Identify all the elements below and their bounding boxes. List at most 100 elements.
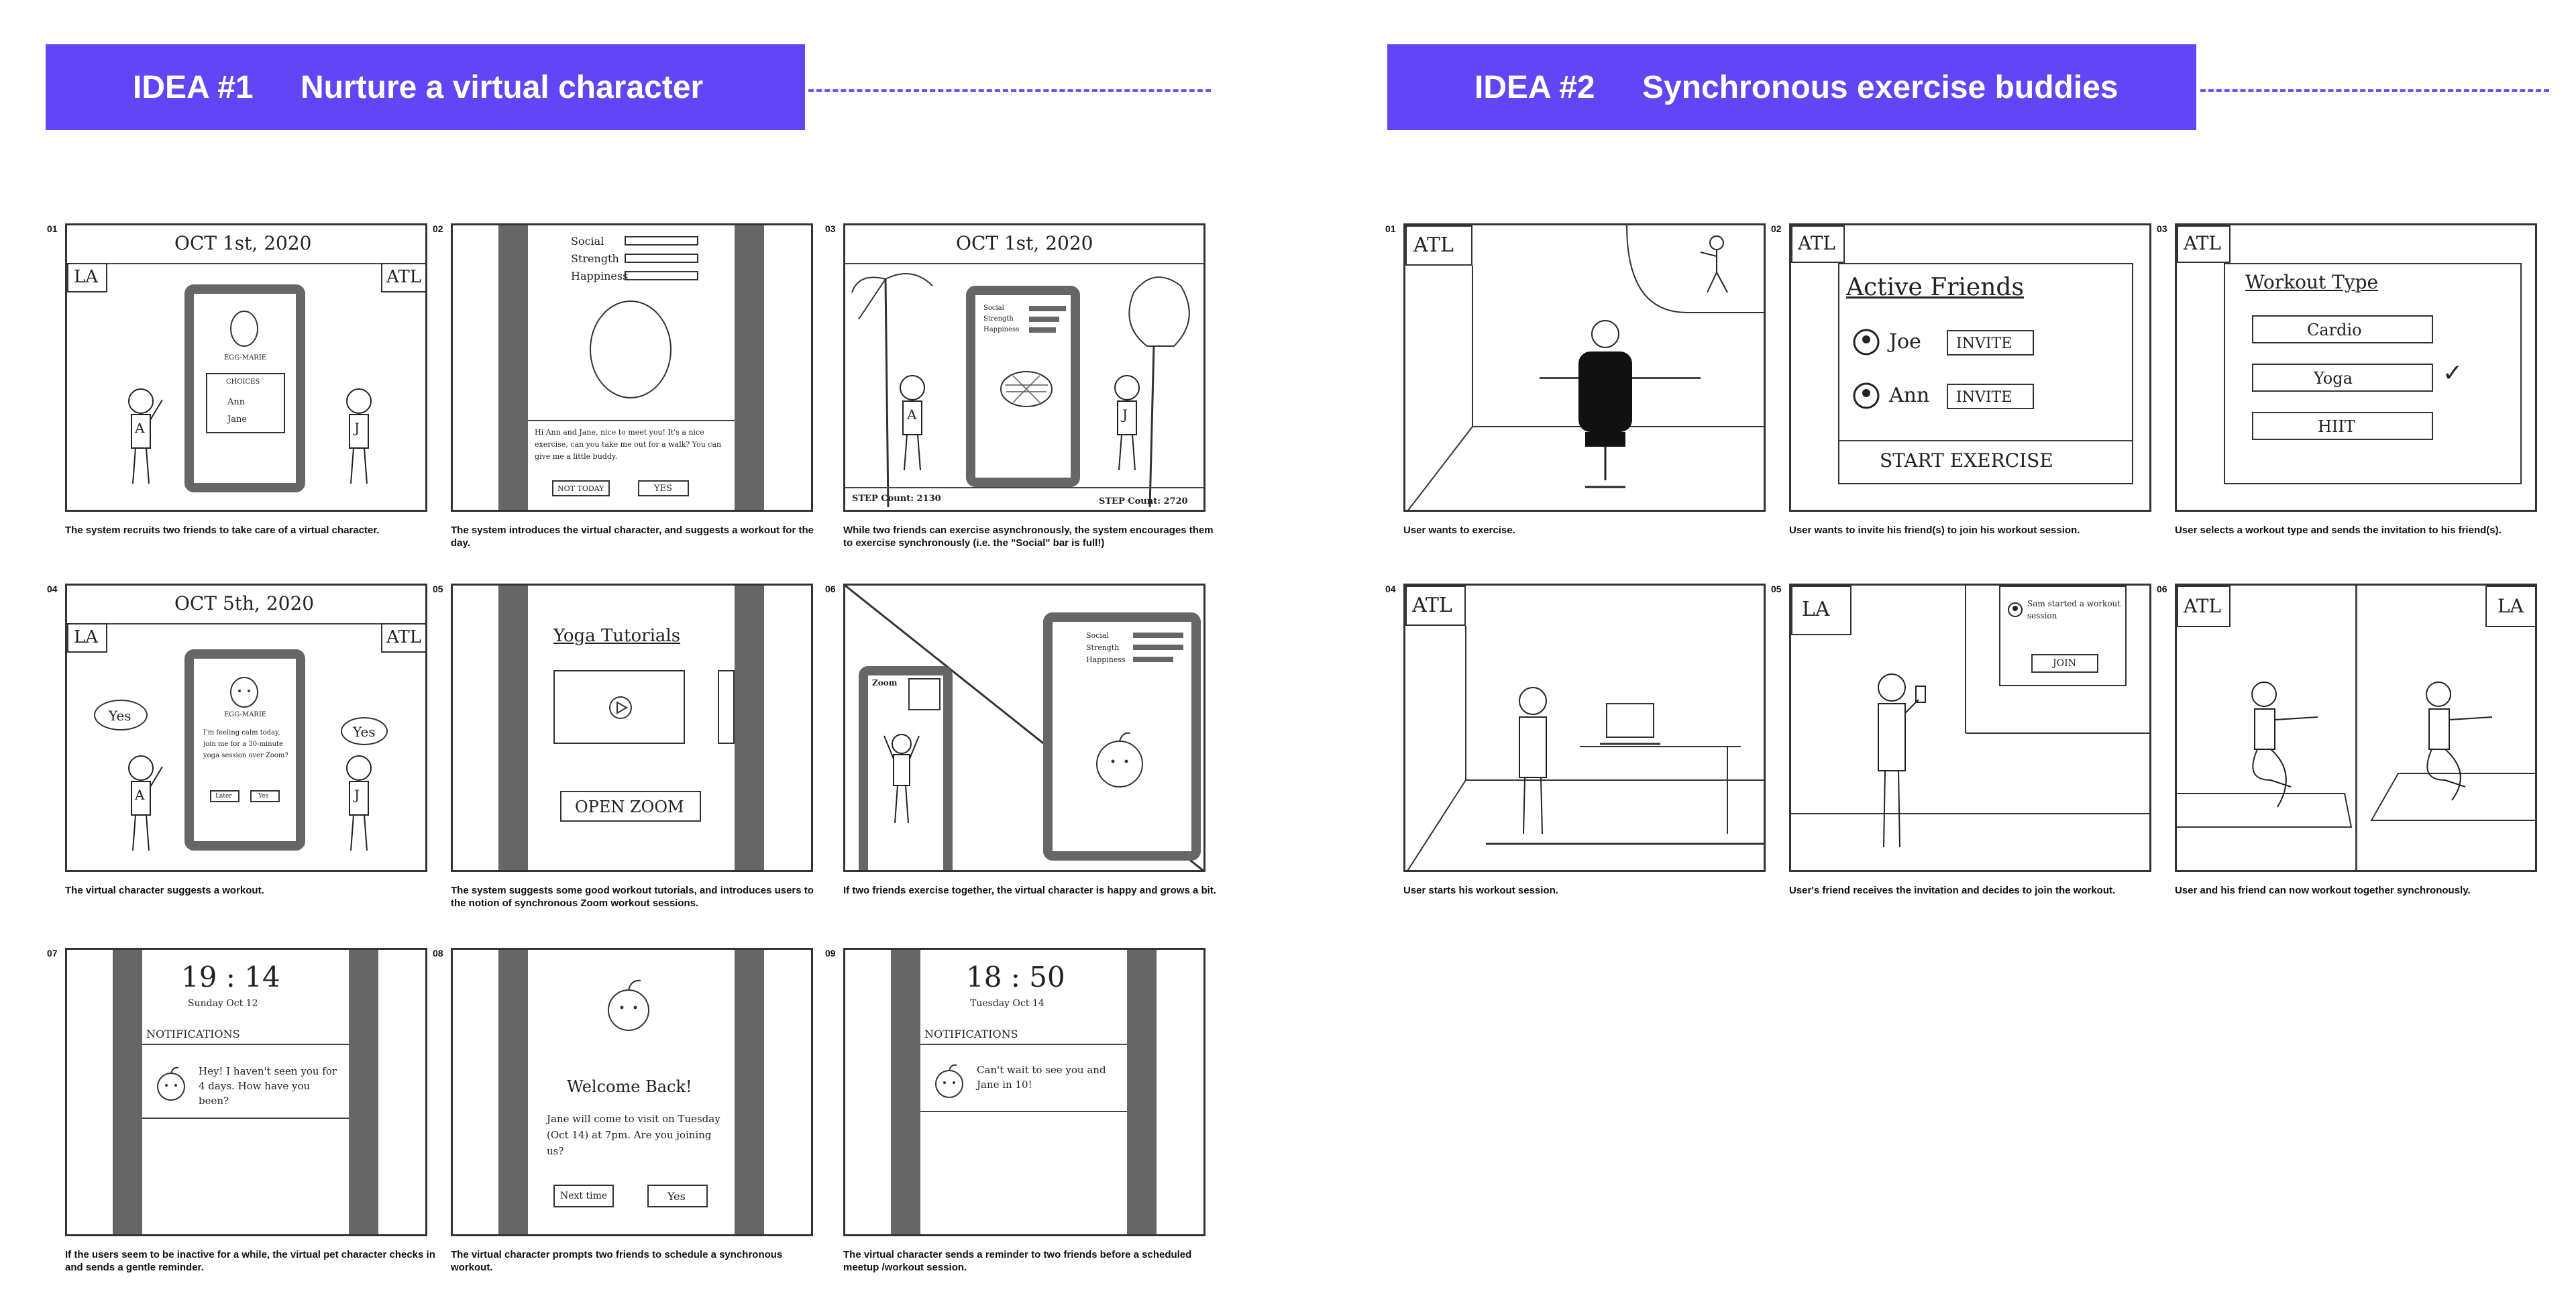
start-exercise-button[interactable]: START EXERCISE bbox=[1880, 449, 2053, 472]
sketch-frame: Social Strength Happiness Hi Ann and Jan… bbox=[451, 223, 813, 512]
yes-button[interactable]: YES bbox=[638, 480, 689, 496]
person-j-figure bbox=[1114, 375, 1140, 471]
person-a-figure bbox=[128, 388, 163, 484]
clock-time: 19 : 14 bbox=[181, 961, 280, 993]
thought-person-figure bbox=[1700, 235, 1728, 293]
play-icon bbox=[609, 696, 632, 719]
zoom-phone-sketch: Zoom bbox=[859, 666, 953, 870]
sketch-frame: OCT 1st, 2020 LA ATL EGG-MARIE CHOICES A… bbox=[65, 223, 427, 512]
invite-joe-button[interactable]: INVITE bbox=[1947, 330, 2034, 356]
idea2-banner: IDEA #2 Synchronous exercise buddies bbox=[1387, 44, 2196, 130]
sketch-frame: OCT 1st, 2020 Social Strength Happiness … bbox=[843, 223, 1205, 512]
tutorial-title: Yoga Tutorials bbox=[553, 626, 681, 646]
phone-sketch: Social Strength Happiness bbox=[1043, 612, 1201, 861]
sketch-frame: ATL bbox=[1403, 223, 1766, 512]
date-label: OCT 1st, 2020 bbox=[174, 232, 312, 254]
pear-character-icon bbox=[230, 677, 258, 708]
join-button[interactable]: JOIN bbox=[2031, 654, 2098, 673]
schedule-message: Jane will come to visit on Tuesday (Oct … bbox=[547, 1113, 720, 1157]
idea1-banner: IDEA #1 Nurture a virtual character bbox=[46, 44, 805, 130]
welcome-heading: Welcome Back! bbox=[567, 1077, 692, 1096]
idea2-number: IDEA #2 bbox=[1474, 69, 1595, 105]
sketch-frame: ATL Workout Type Cardio Yoga ✓ HIIT bbox=[2175, 223, 2537, 512]
not-today-button[interactable]: NOT TODAY bbox=[552, 480, 610, 496]
open-zoom-button[interactable]: OPEN ZOOM bbox=[560, 791, 701, 822]
invite-ann-button[interactable]: INVITE bbox=[1947, 384, 2034, 409]
intro-message: Hi Ann and Jane, nice to meet you! It's … bbox=[535, 428, 722, 461]
friends-panel: Active Friends Joe INVITE Ann INVITE STA… bbox=[1838, 263, 2133, 484]
panel-number: 01 bbox=[47, 223, 58, 234]
next-time-button[interactable]: Next time bbox=[553, 1185, 614, 1207]
floor-sketch bbox=[2177, 773, 2535, 828]
phone-sketch: EGG-MARIE CHOICES Ann Jane bbox=[184, 284, 305, 492]
palm-tree-sketch bbox=[851, 273, 933, 508]
pet-name: EGG-MARIE bbox=[224, 354, 267, 362]
check-icon: ✓ bbox=[2443, 360, 2463, 387]
video-thumbnail[interactable] bbox=[553, 670, 685, 744]
phone-sketch: Social Strength Happiness bbox=[966, 286, 1080, 487]
pear-character-icon bbox=[608, 979, 649, 1031]
room-sketch bbox=[1791, 586, 2149, 814]
sketch-frame: OCT 5th, 2020 LA ATL Yes Yes EGG-MARIE I… bbox=[65, 584, 427, 872]
person-a-figure bbox=[900, 375, 925, 471]
invitation-popup: Sam started a workout session JOIN bbox=[1999, 586, 2127, 686]
sketch-frame: Welcome Back! Jane will come to visit on… bbox=[451, 948, 813, 1236]
phone-sketch: EGG-MARIE I'm feeling calm today, join m… bbox=[184, 649, 305, 851]
sketch-frame: Zoom Social Strength Happiness bbox=[843, 584, 1205, 872]
sketch-frame: ATL bbox=[1403, 584, 1766, 872]
yoga-person-right-figure bbox=[2426, 682, 2493, 801]
yoga-person-left-figure bbox=[2251, 682, 2318, 808]
idea1-number: IDEA #1 bbox=[133, 69, 254, 105]
exercising-person-figure bbox=[883, 734, 920, 824]
invitation-message: Sam started a workout session bbox=[2027, 599, 2121, 620]
location-atl: ATL bbox=[1405, 225, 1472, 266]
step-count-left: STEP Count: 2130 bbox=[852, 494, 941, 504]
avatar-icon bbox=[2008, 602, 2023, 617]
idea2-title: Synchronous exercise buddies bbox=[1642, 69, 2118, 105]
panel-caption: The system recruits two friends to take … bbox=[65, 525, 380, 536]
choice-jane: Jane bbox=[227, 415, 248, 425]
notification-message: Can't wait to see you and Jane in 10! bbox=[977, 1064, 1106, 1091]
speech-bubble-left: Yes bbox=[94, 700, 148, 730]
option-yoga[interactable]: Yoga bbox=[2252, 364, 2433, 392]
sketch-frame: 18 : 50 Tuesday Oct 14 NOTIFICATIONS Can… bbox=[843, 948, 1205, 1236]
speech-bubble-right: Yes bbox=[341, 717, 388, 745]
sketch-frame: Yoga Tutorials OPEN ZOOM bbox=[451, 584, 813, 872]
location-atl: ATL bbox=[381, 263, 425, 292]
clock-time: 18 : 50 bbox=[966, 961, 1065, 993]
sketch-frame: ATL LA bbox=[2175, 584, 2537, 872]
later-button[interactable]: Later bbox=[210, 790, 239, 802]
workout-type-heading: Workout Type bbox=[2245, 271, 2379, 293]
person-a-figure bbox=[128, 755, 163, 851]
idea1-title: Nurture a virtual character bbox=[301, 69, 704, 105]
sketch-frame: LA Sam started a workout session JOIN bbox=[1789, 584, 2151, 872]
clock-day: Tuesday Oct 14 bbox=[970, 998, 1044, 1009]
idea1-dashed-line bbox=[808, 89, 1211, 92]
sketch-frame: 19 : 14 Sunday Oct 12 NOTIFICATIONS Hey!… bbox=[65, 948, 427, 1236]
person-j-figure bbox=[346, 755, 372, 851]
room-sketch bbox=[1407, 626, 1764, 870]
notification-message: Hey! I haven't seen you for 4 days. How … bbox=[199, 1065, 337, 1107]
pear-character-icon bbox=[1096, 732, 1143, 787]
standing-person-figure bbox=[1519, 687, 1547, 834]
tree-sketch bbox=[1128, 276, 1190, 508]
friend-ann: Ann bbox=[1889, 384, 1930, 407]
clock-day: Sunday Oct 12 bbox=[188, 998, 258, 1009]
active-friends-heading: Active Friends bbox=[1846, 274, 2024, 301]
yes-button[interactable]: Yes bbox=[250, 790, 280, 802]
person-holding-phone-figure bbox=[1878, 673, 1926, 848]
option-cardio[interactable]: Cardio bbox=[2252, 315, 2433, 343]
option-hiit[interactable]: HIIT bbox=[2252, 412, 2433, 440]
yes-button[interactable]: Yes bbox=[647, 1185, 708, 1207]
choice-box: CHOICES Ann Jane bbox=[206, 373, 285, 433]
idea2-dashed-line bbox=[2200, 89, 2549, 92]
choice-ann: Ann bbox=[227, 397, 246, 407]
notifications-title: NOTIFICATIONS bbox=[924, 1028, 1018, 1040]
step-count-right: STEP Count: 2720 bbox=[1099, 496, 1188, 506]
egg-icon bbox=[590, 301, 672, 398]
basket-icon bbox=[1000, 371, 1053, 407]
avatar-icon bbox=[1853, 329, 1880, 356]
video-thumbnail-next[interactable] bbox=[718, 670, 735, 744]
avatar-icon bbox=[1853, 382, 1880, 409]
notifications-title: NOTIFICATIONS bbox=[146, 1028, 240, 1040]
